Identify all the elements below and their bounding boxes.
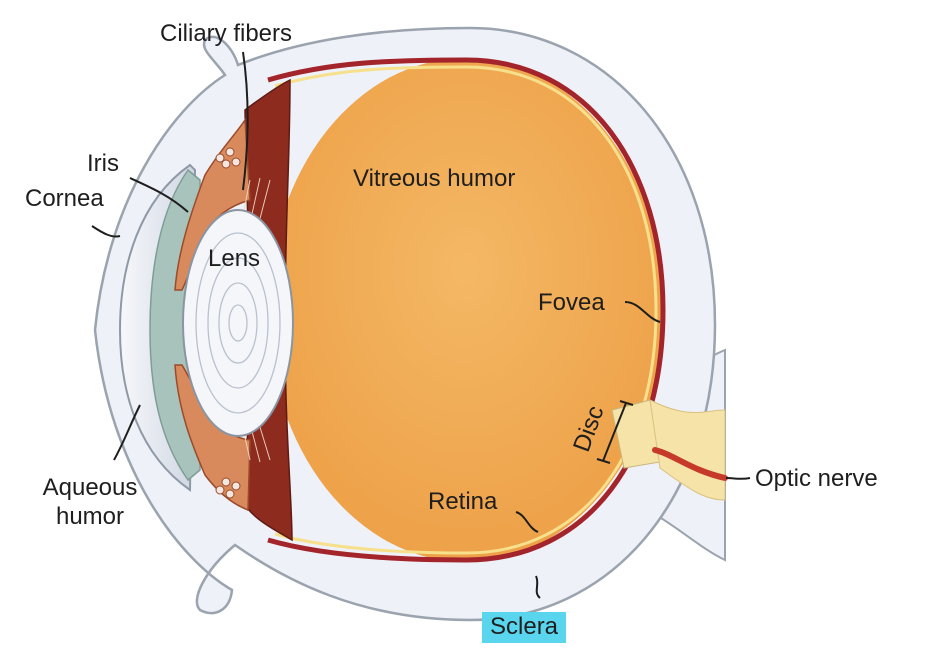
label-lens: Lens: [208, 245, 261, 272]
disc-bracket: [596, 400, 634, 464]
leader-lines: [91, 51, 751, 599]
label-sclera: Sclera: [482, 612, 567, 643]
central-artery: [652, 447, 728, 481]
leader-retina: [515, 511, 539, 533]
label-ciliary-fibers: Ciliary fibers: [160, 20, 293, 47]
vitreous-humor-body: [268, 58, 664, 562]
label-cornea: Cornea: [25, 185, 104, 212]
label-aqueous-humor-line1: Aqueous: [42, 474, 138, 501]
leader-fovea: [624, 301, 661, 323]
leader-ciliary-fibers: [242, 51, 249, 191]
label-iris: Iris: [87, 150, 119, 177]
lens-rings: [195, 232, 281, 414]
label-vitreous-humor: Vitreous humor: [353, 165, 516, 192]
leader-cornea: [91, 225, 121, 238]
label-optic-nerve: Optic nerve: [755, 465, 878, 492]
retina-inner-layer: [274, 65, 658, 555]
label-aqueous-humor: Aqueous humor: [30, 474, 150, 532]
label-aqueous-humor-line2: humor: [55, 502, 125, 530]
leader-optic-nerve: [725, 477, 751, 480]
label-retina: Retina: [428, 488, 498, 515]
leader-iris: [129, 177, 189, 213]
lens: [182, 209, 294, 437]
label-fovea: Fovea: [538, 289, 605, 316]
leader-aqueous-humor: [113, 404, 141, 461]
ciliary-muscle-dots: [215, 147, 241, 499]
retina: [267, 57, 666, 563]
leader-sclera: [535, 575, 541, 599]
